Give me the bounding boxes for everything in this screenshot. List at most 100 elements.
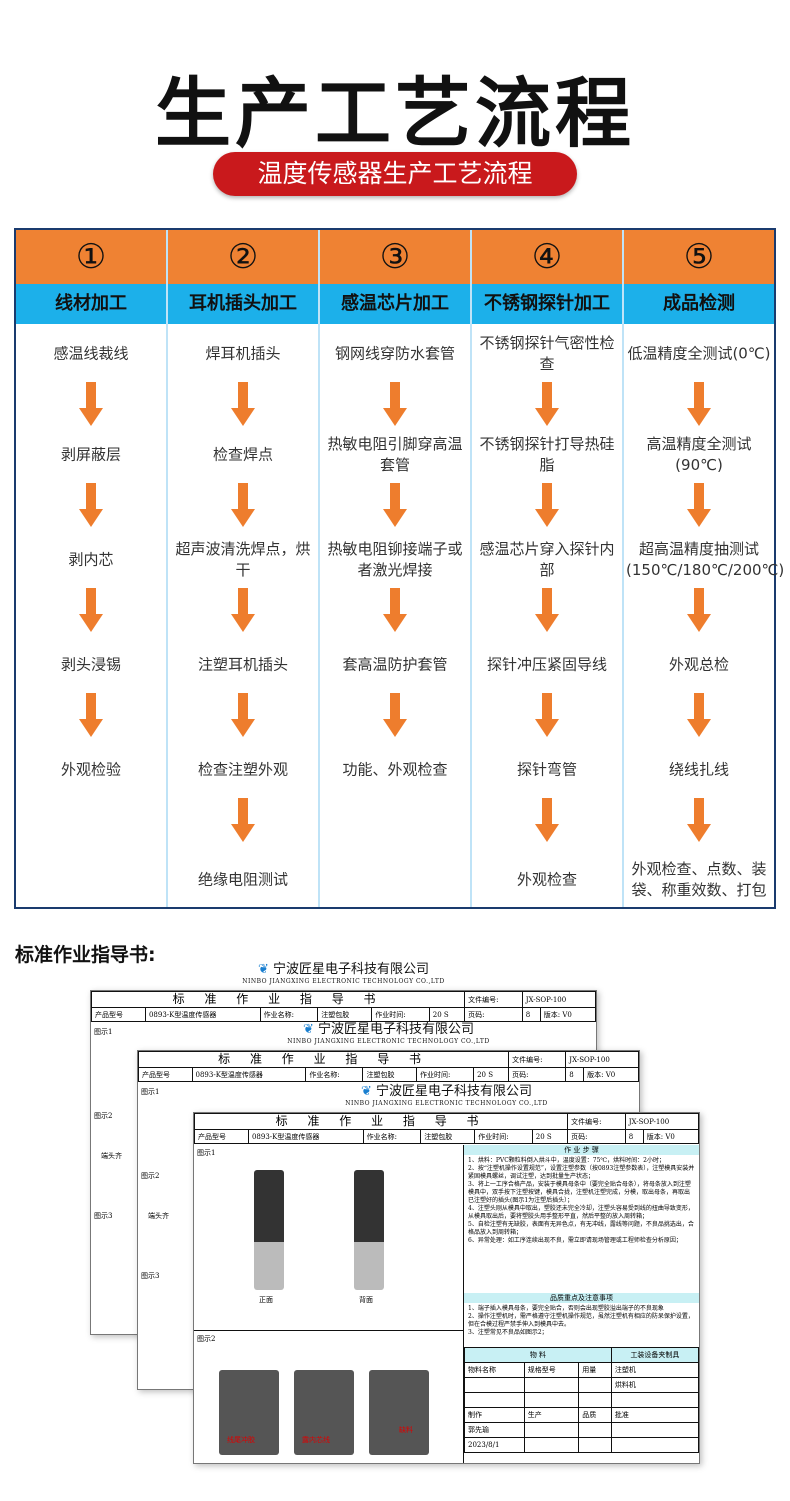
file-no: JX-SOP-100 — [624, 1113, 700, 1130]
product: 0893-K型温度传感器 — [144, 1007, 261, 1022]
time: 20 S — [473, 1067, 510, 1082]
product-label: 产品型号 — [194, 1129, 249, 1144]
process-step: 外观总检 — [668, 655, 729, 674]
page-label: 页码: — [567, 1129, 626, 1144]
quality-title: 品质重点及注意事项 — [464, 1293, 699, 1303]
arrow-down-icon — [383, 693, 407, 737]
process-step: 检查注塑外观 — [197, 760, 288, 779]
arrow-down-icon — [687, 693, 711, 737]
time-label: 作业时间: — [474, 1129, 533, 1144]
sop-section-label: 标准作业指导书: — [15, 944, 156, 966]
arrow-down-icon — [383, 382, 407, 426]
time-label: 作业时间: — [415, 1067, 475, 1082]
process-step: 剥屏蔽层 — [60, 445, 121, 464]
company-logo-icon: ❦ — [257, 962, 269, 977]
version-value: V0 — [665, 1132, 675, 1141]
process-step: 功能、外观检查 — [342, 760, 448, 779]
arrow-down-icon — [79, 382, 103, 426]
arrow-down-icon — [231, 693, 255, 737]
file-no-label: 文件编号: — [567, 1113, 626, 1130]
sign-col: 品质 — [578, 1407, 612, 1423]
arrow-down-icon — [231, 588, 255, 632]
column-header: 不锈钢探针加工 — [472, 284, 622, 324]
product-label: 产品型号 — [138, 1067, 193, 1082]
company-name: 宁波匠星电子科技有限公司 — [318, 1022, 475, 1037]
arrow-down-icon — [231, 382, 255, 426]
product-label: 产品型号 — [91, 1007, 146, 1022]
defect-photo: 线尾冲胶 — [219, 1370, 279, 1455]
column-header: 线材加工 — [16, 284, 166, 324]
file-no: JX-SOP-100 — [565, 1051, 639, 1068]
process-step: 超高温精度抽测试(150℃/180℃/200℃) — [626, 540, 785, 579]
material-col: 规格型号 — [523, 1362, 580, 1378]
sign-col: 制作 — [464, 1407, 525, 1423]
doc-title: 标 准 作 业 指 导 书 — [193, 1113, 569, 1130]
process-step: 焊耳机插头 — [205, 344, 281, 363]
figure-1-label: 图示1 — [197, 1149, 216, 1157]
connector-photo-front — [254, 1170, 284, 1290]
arrow-down-icon — [383, 483, 407, 527]
material-col: 用量 — [578, 1362, 612, 1378]
back-caption: 背面 — [359, 1296, 373, 1304]
version-value: V0 — [605, 1070, 616, 1079]
figure-caption: 端头齐 — [148, 1212, 169, 1220]
tool-item: 烘料机 — [610, 1377, 700, 1393]
process-step: 不锈钢探针气密性检查 — [479, 334, 615, 373]
product: 0893-K型温度传感器 — [247, 1129, 364, 1144]
file-no: JX-SOP-100 — [521, 991, 597, 1008]
version: 版本: V0 — [642, 1129, 700, 1144]
column-header: 感温芯片加工 — [320, 284, 470, 324]
defect-photo: 缺料 — [369, 1370, 429, 1455]
company-logo-icon: ❦ — [360, 1084, 372, 1099]
process-step: 检查焊点 — [212, 445, 273, 464]
company-logo-icon: ❦ — [302, 1022, 314, 1037]
quality-notes: 1、端子插入模具母条，要完全贴合，否则会出现塑胶溢出端子的不良现象 2、操作注塑… — [468, 1305, 694, 1336]
process-step: 外观检验 — [60, 760, 121, 779]
figure-2-label: 图示2 — [141, 1172, 160, 1180]
version-label: 版本: — [543, 1010, 561, 1019]
process-step: 钢网线穿防水套管 — [334, 344, 455, 363]
work-steps: 1、烘料：PVC颗粒料倒入烘斗中，温度设置：75℃，烘料时间：2小时； 2、按“… — [468, 1157, 695, 1244]
page: 8 — [521, 1007, 541, 1022]
page-label: 页码: — [464, 1007, 523, 1022]
figure-1-label: 图示1 — [94, 1028, 113, 1036]
version: 版本: V0 — [583, 1067, 639, 1082]
arrow-down-icon — [535, 693, 559, 737]
time-label: 作业时间: — [371, 1007, 430, 1022]
arrow-down-icon — [687, 588, 711, 632]
defect-photo: 露内芯线 — [294, 1370, 354, 1455]
arrow-down-icon — [383, 588, 407, 632]
job: 注塑包胶 — [420, 1129, 476, 1144]
column-header: 成品检测 — [624, 284, 774, 324]
maker-name: 郭先瑜 — [464, 1422, 525, 1438]
arrow-down-icon — [687, 382, 711, 426]
figure-3-label: 图示3 — [94, 1212, 113, 1220]
company-name: 宁波匠星电子科技有限公司 — [376, 1084, 533, 1099]
arrow-down-icon — [535, 483, 559, 527]
material-col: 物料名称 — [464, 1362, 525, 1378]
process-step: 低温精度全测试(0℃) — [627, 344, 771, 363]
arrow-down-icon — [535, 798, 559, 842]
figure-2-label: 图示2 — [194, 1330, 463, 1347]
sign-col: 批准 — [610, 1407, 700, 1423]
column-header: 耳机插头加工 — [168, 284, 318, 324]
figure-caption: 端头齐 — [101, 1152, 122, 1160]
process-step: 剥头浸锡 — [60, 655, 121, 674]
company-name: 宁波匠星电子科技有限公司 — [273, 962, 430, 977]
version-value: V0 — [562, 1010, 572, 1019]
defect-label: 线尾冲胶 — [227, 1436, 255, 1444]
job-label: 作业名称: — [305, 1067, 364, 1082]
file-no-label: 文件编号: — [464, 991, 523, 1008]
process-step: 热敏电阻引脚穿高温套管 — [327, 435, 463, 474]
process-step: 外观检查、点数、装袋、称重效数、打包 — [631, 860, 767, 899]
step-number: ⑤ — [624, 230, 774, 284]
